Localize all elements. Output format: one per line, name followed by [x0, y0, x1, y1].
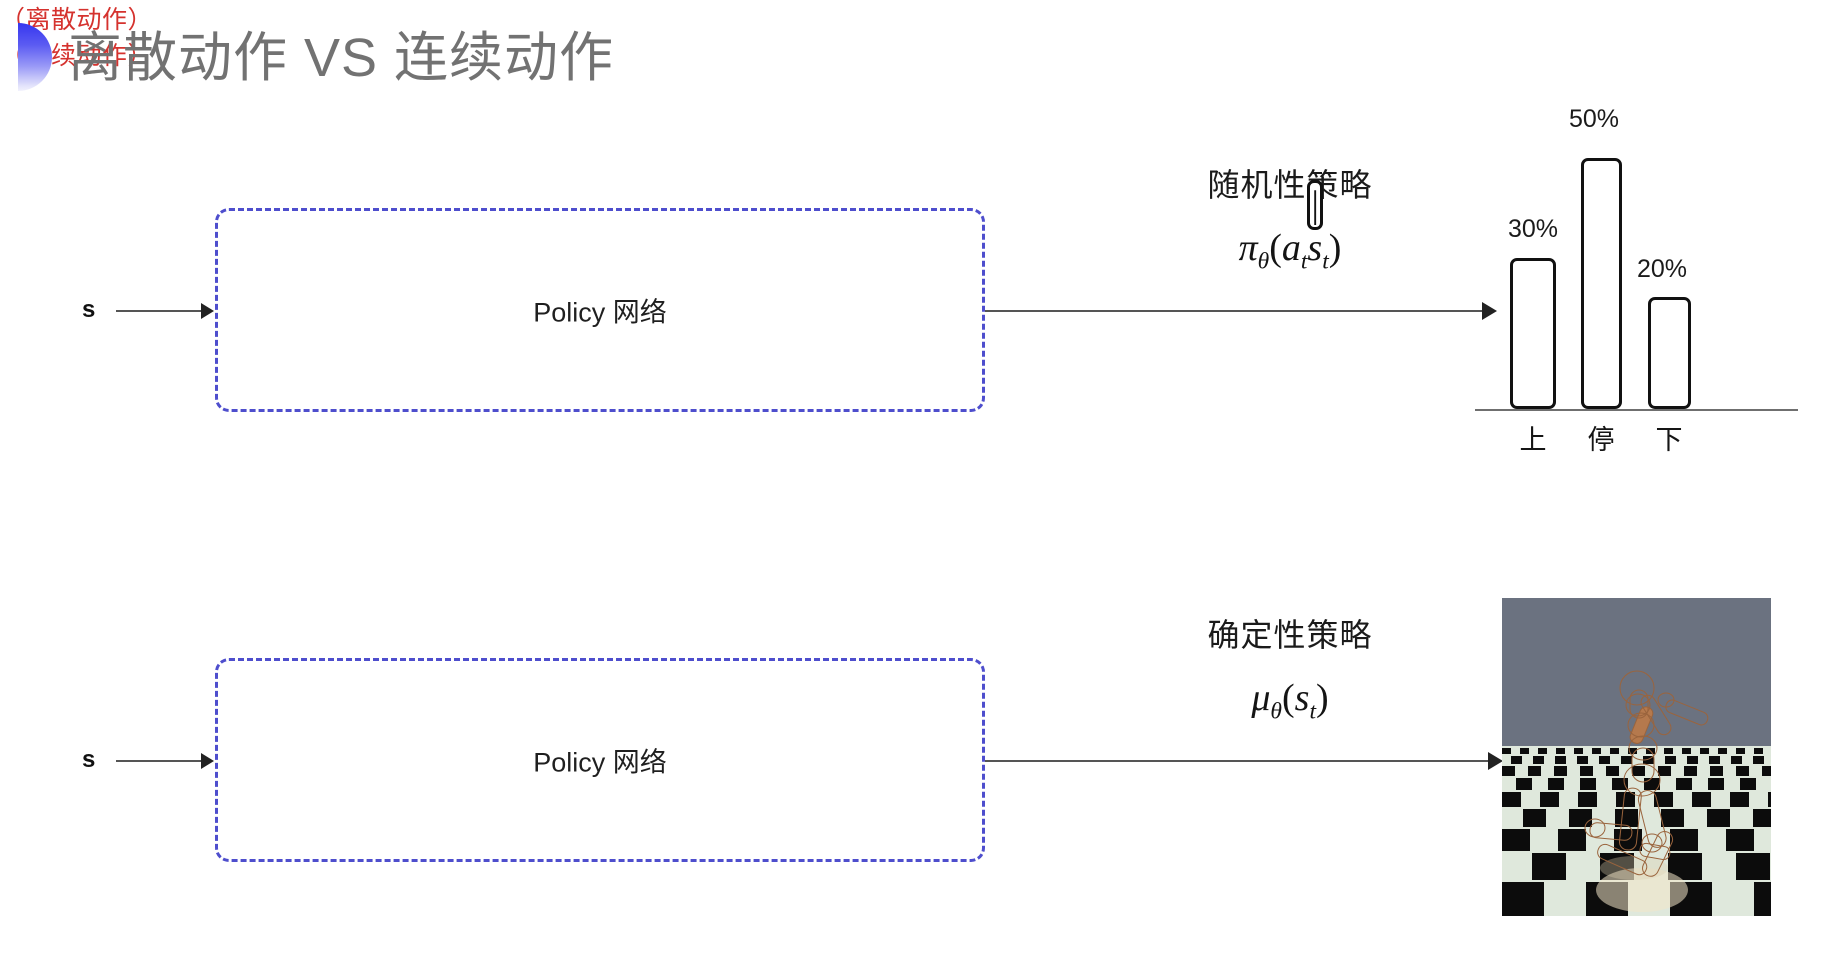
humanoid-figure: [1584, 670, 1709, 877]
formula-open-paren-continuous: (: [1282, 677, 1295, 719]
state-label-discrete: s: [82, 296, 96, 323]
policy-type-label-discrete: 随机性策略: [1207, 167, 1373, 203]
formula-close-paren-discrete: ): [1328, 227, 1342, 269]
state-label-continuous: s: [82, 746, 96, 773]
formula-action-sub-discrete: t: [1300, 248, 1308, 275]
policy-formula-discrete: πθ(at |st): [1110, 179, 1470, 276]
policy-network-label-continuous: Policy 网络: [533, 747, 667, 778]
chart-baseline-axis: [1475, 409, 1798, 411]
formula-head-sub-continuous: θ: [1270, 698, 1282, 725]
bar-category-1: 停: [1587, 425, 1615, 455]
output-arrow-continuous: [985, 760, 1501, 762]
formula-head-discrete: π: [1238, 227, 1258, 269]
formula-state-continuous: s: [1294, 677, 1310, 719]
formula-conditional-bar-discrete: |: [1307, 179, 1324, 230]
bar-category-2: 下: [1655, 425, 1683, 455]
formula-head-continuous: μ: [1251, 677, 1271, 719]
formula-open-paren-discrete: (: [1269, 227, 1282, 269]
bar-value-1: 50%: [1568, 105, 1620, 133]
humanoid-simulation-image: [1502, 598, 1771, 916]
output-arrow-discrete: [985, 310, 1495, 312]
input-arrow-continuous: [116, 760, 212, 762]
bar-category-0: 上: [1519, 425, 1547, 455]
input-arrow-discrete: [116, 310, 212, 312]
annotation-discrete: 随机性策略 πθ(at |st): [1110, 160, 1470, 276]
bar-value-0: 30%: [1507, 215, 1559, 243]
bar-2: [1648, 297, 1691, 409]
floor-reflection: [1596, 868, 1688, 912]
discrete-action-bar-chart: 30% 上 50% 停 20% 下: [1475, 105, 1805, 455]
formula-close-paren-continuous: ): [1316, 677, 1329, 719]
formula-head-sub-discrete: θ: [1257, 248, 1270, 275]
formula-state-discrete: s: [1307, 227, 1323, 269]
annotation-continuous: 确定性策略 μθ(st): [1110, 610, 1470, 726]
policy-network-label-discrete: Policy 网络: [533, 297, 667, 328]
page-title: 离散动作 VS 连续动作: [68, 28, 615, 88]
policy-formula-continuous: μθ(st): [1110, 676, 1470, 726]
bar-value-2: 20%: [1636, 255, 1688, 283]
bar-0: [1510, 258, 1556, 409]
lower-abdomen: [1628, 735, 1658, 761]
policy-network-box-discrete[interactable]: Policy 网络: [215, 208, 985, 412]
policy-network-box-continuous[interactable]: Policy 网络: [215, 658, 985, 862]
formula-state-sub-discrete: t: [1322, 248, 1329, 275]
formula-state-sub-continuous: t: [1309, 698, 1316, 725]
policy-type-label-continuous: 确定性策略: [1207, 617, 1373, 653]
formula-action-discrete: a: [1281, 227, 1301, 269]
bar-1: [1581, 158, 1622, 409]
